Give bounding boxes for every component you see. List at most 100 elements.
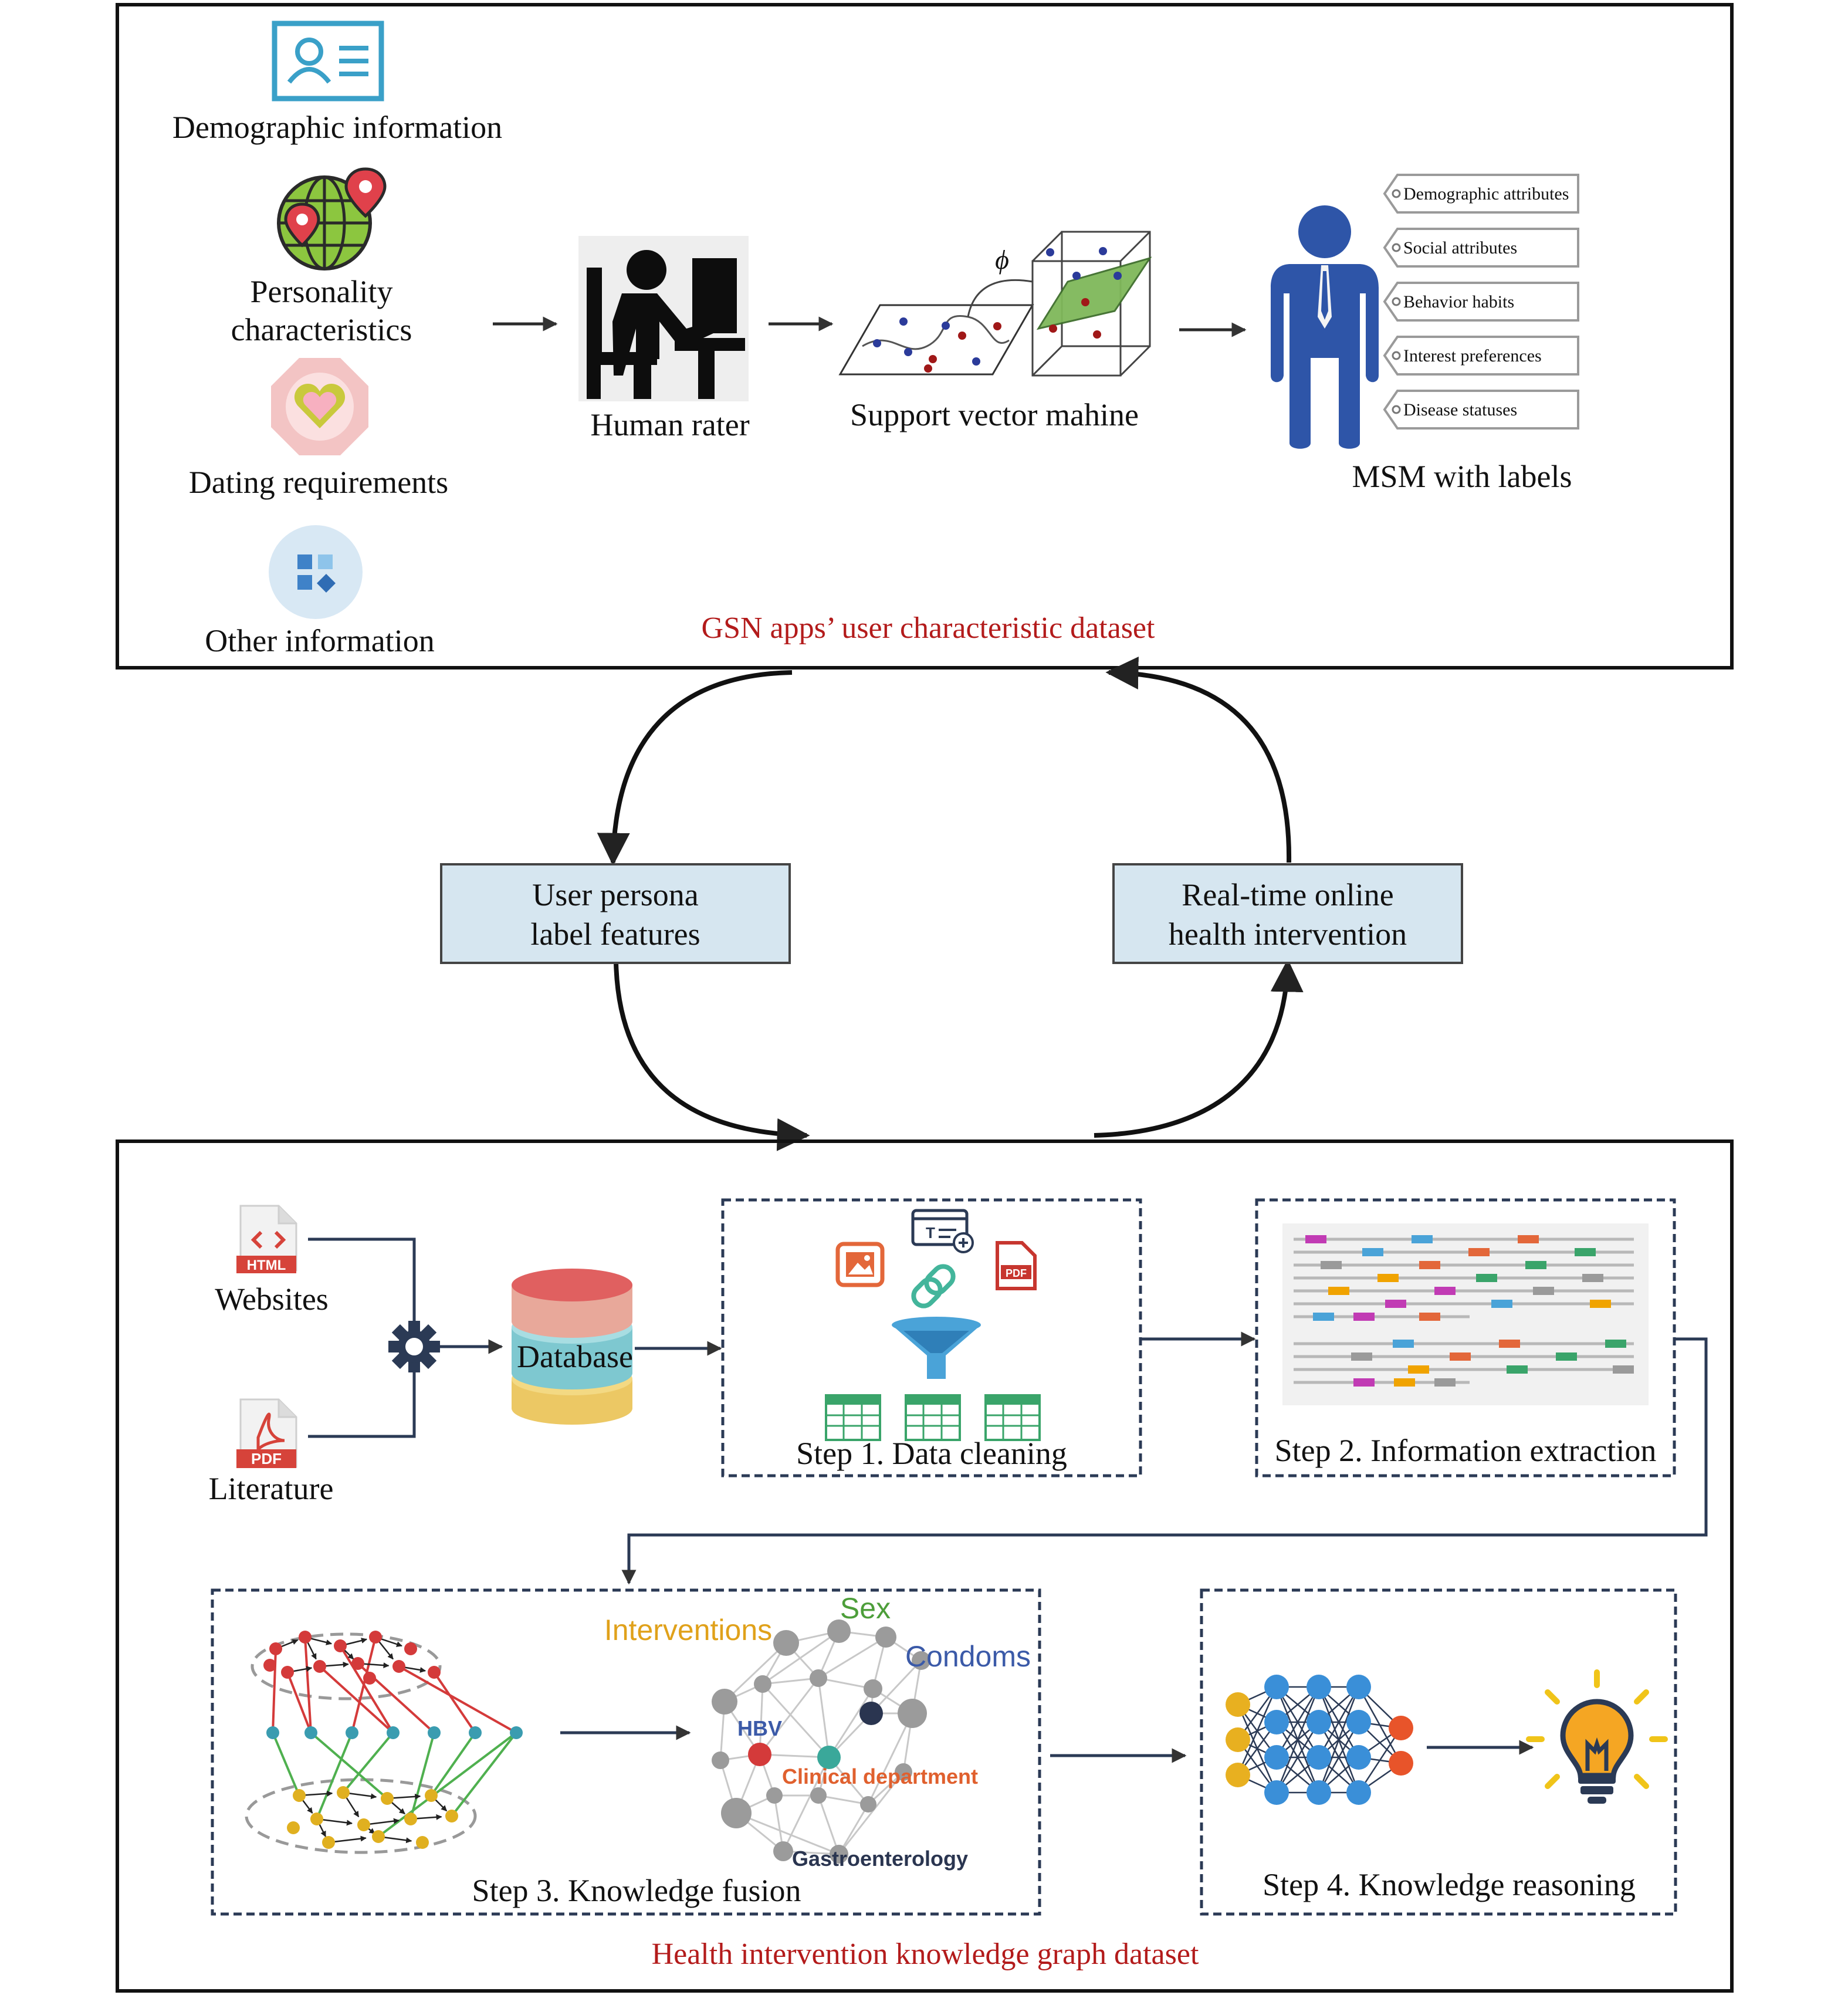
label-tag: Interest preferences xyxy=(1383,336,1579,376)
kg-node xyxy=(875,1627,896,1648)
graph-node xyxy=(304,1726,317,1739)
kg-node xyxy=(712,1751,729,1769)
table-icon xyxy=(905,1394,961,1441)
kg-node xyxy=(860,1796,876,1813)
nn-node xyxy=(1264,1780,1289,1805)
graph-node xyxy=(428,1726,441,1739)
graph-node xyxy=(334,1639,347,1652)
nn-node xyxy=(1264,1710,1289,1734)
nn-node xyxy=(1389,1716,1413,1740)
human-rater-label: Human rater xyxy=(590,407,749,442)
nn-node xyxy=(1346,1675,1371,1699)
html-tag: HTML xyxy=(247,1257,286,1273)
nn-node xyxy=(1307,1710,1331,1734)
kg-node xyxy=(895,1763,912,1781)
arrow-step2-to-step3 xyxy=(621,1337,1708,1585)
step4-box: Step 4. Knowledge reasoning xyxy=(1200,1588,1677,1916)
graph-node xyxy=(293,1789,306,1802)
image-file-icon xyxy=(835,1242,885,1287)
graph-node xyxy=(281,1666,294,1679)
nn-node xyxy=(1226,1763,1250,1787)
kg-node xyxy=(817,1746,841,1769)
knowledge-graph-panel: HTML Websites PDF Literature xyxy=(116,1139,1734,1993)
svm-label: Support vector mahine xyxy=(850,397,1139,432)
pdf-tag: PDF xyxy=(251,1450,282,1467)
lightbulb-icon xyxy=(1526,1669,1668,1804)
kg-label-gastro: Gastroenterology xyxy=(792,1847,968,1871)
kg-label-sex: Sex xyxy=(840,1592,891,1625)
graph-node xyxy=(381,1792,394,1805)
websites-label: Websites xyxy=(215,1281,329,1317)
filter-funnel-icon xyxy=(892,1317,981,1379)
nn-node xyxy=(1307,1780,1331,1805)
graph-node xyxy=(351,1657,364,1670)
label-tag-text: Disease statuses xyxy=(1403,400,1517,420)
graph-node xyxy=(392,1660,405,1673)
graph-node xyxy=(363,1672,376,1685)
user-persona-line2: label features xyxy=(530,917,700,952)
kg-node xyxy=(827,1619,851,1643)
label-tag-text: Demographic attributes xyxy=(1403,184,1569,204)
cycle-section: User persona label features Real-time on… xyxy=(440,656,1463,1151)
user-persona-line1: User persona xyxy=(532,877,698,912)
graph-node xyxy=(337,1786,350,1799)
graph-node xyxy=(313,1660,326,1673)
graph-node xyxy=(469,1726,482,1739)
kg-node xyxy=(773,1841,793,1861)
nn-node xyxy=(1226,1692,1250,1717)
graph-node xyxy=(445,1810,458,1822)
svm-illustration xyxy=(838,231,1152,377)
arrow-top-to-persona xyxy=(597,670,793,866)
graph-node xyxy=(310,1813,323,1825)
graph-node xyxy=(346,1726,358,1739)
id-card-icon xyxy=(272,21,384,102)
gear-icon xyxy=(388,1321,440,1372)
graph-node xyxy=(269,1642,282,1655)
graph-node xyxy=(404,1813,417,1825)
kg-node xyxy=(748,1743,771,1766)
step3-label: Step 3. Knowledge fusion xyxy=(472,1873,801,1908)
bottom-panel-caption: Health intervention knowledge graph data… xyxy=(652,1937,1199,1971)
label-tag: Behavior habits xyxy=(1383,282,1579,322)
other-information-label: Other information xyxy=(205,623,434,658)
kg-node xyxy=(810,1787,827,1804)
pdf-icon: PDF xyxy=(996,1241,1037,1290)
apps-circle-icon xyxy=(269,525,363,619)
nn-node xyxy=(1307,1745,1331,1770)
graph-node xyxy=(299,1631,312,1644)
graph-node xyxy=(372,1830,385,1843)
heart-badge-icon xyxy=(271,358,368,455)
graph-node xyxy=(428,1666,441,1679)
neural-network-icon xyxy=(1226,1675,1413,1805)
arrow-persona-to-bottom xyxy=(614,962,810,1151)
svg-text:T: T xyxy=(926,1224,935,1242)
health-intervention-box: Real-time online health intervention xyxy=(1112,863,1463,964)
table-icon xyxy=(984,1394,1041,1441)
label-tag: Disease statuses xyxy=(1383,390,1579,430)
label-tag: Social attributes xyxy=(1383,228,1579,268)
phi-symbol: ϕ xyxy=(995,245,1009,275)
nn-node xyxy=(1346,1780,1371,1805)
graph-node xyxy=(416,1836,429,1849)
graph-node xyxy=(287,1821,300,1834)
health-intervention-line1: Real-time online xyxy=(1182,877,1393,912)
graph-node xyxy=(357,1818,370,1831)
nn-node xyxy=(1264,1745,1289,1770)
kg-node xyxy=(912,1651,930,1670)
graph-node xyxy=(510,1726,523,1739)
graph-node xyxy=(266,1726,279,1739)
nn-node xyxy=(1389,1751,1413,1776)
dating-requirements-label: Dating requirements xyxy=(189,465,448,500)
link-icon xyxy=(911,1264,956,1308)
database-icon xyxy=(512,1269,632,1425)
label-tag-text: Behavior habits xyxy=(1403,292,1514,312)
nn-node xyxy=(1346,1745,1371,1770)
multi-layer-network xyxy=(245,1631,523,1854)
pdf-file-icon: PDF xyxy=(236,1398,297,1468)
step1-label: Step 1. Data cleaning xyxy=(796,1436,1067,1471)
kg-node xyxy=(898,1699,927,1728)
human-rater-icon xyxy=(578,236,749,401)
kg-label-clinical: Clinical department xyxy=(782,1764,978,1788)
kg-label-hbv: HBV xyxy=(737,1716,782,1740)
